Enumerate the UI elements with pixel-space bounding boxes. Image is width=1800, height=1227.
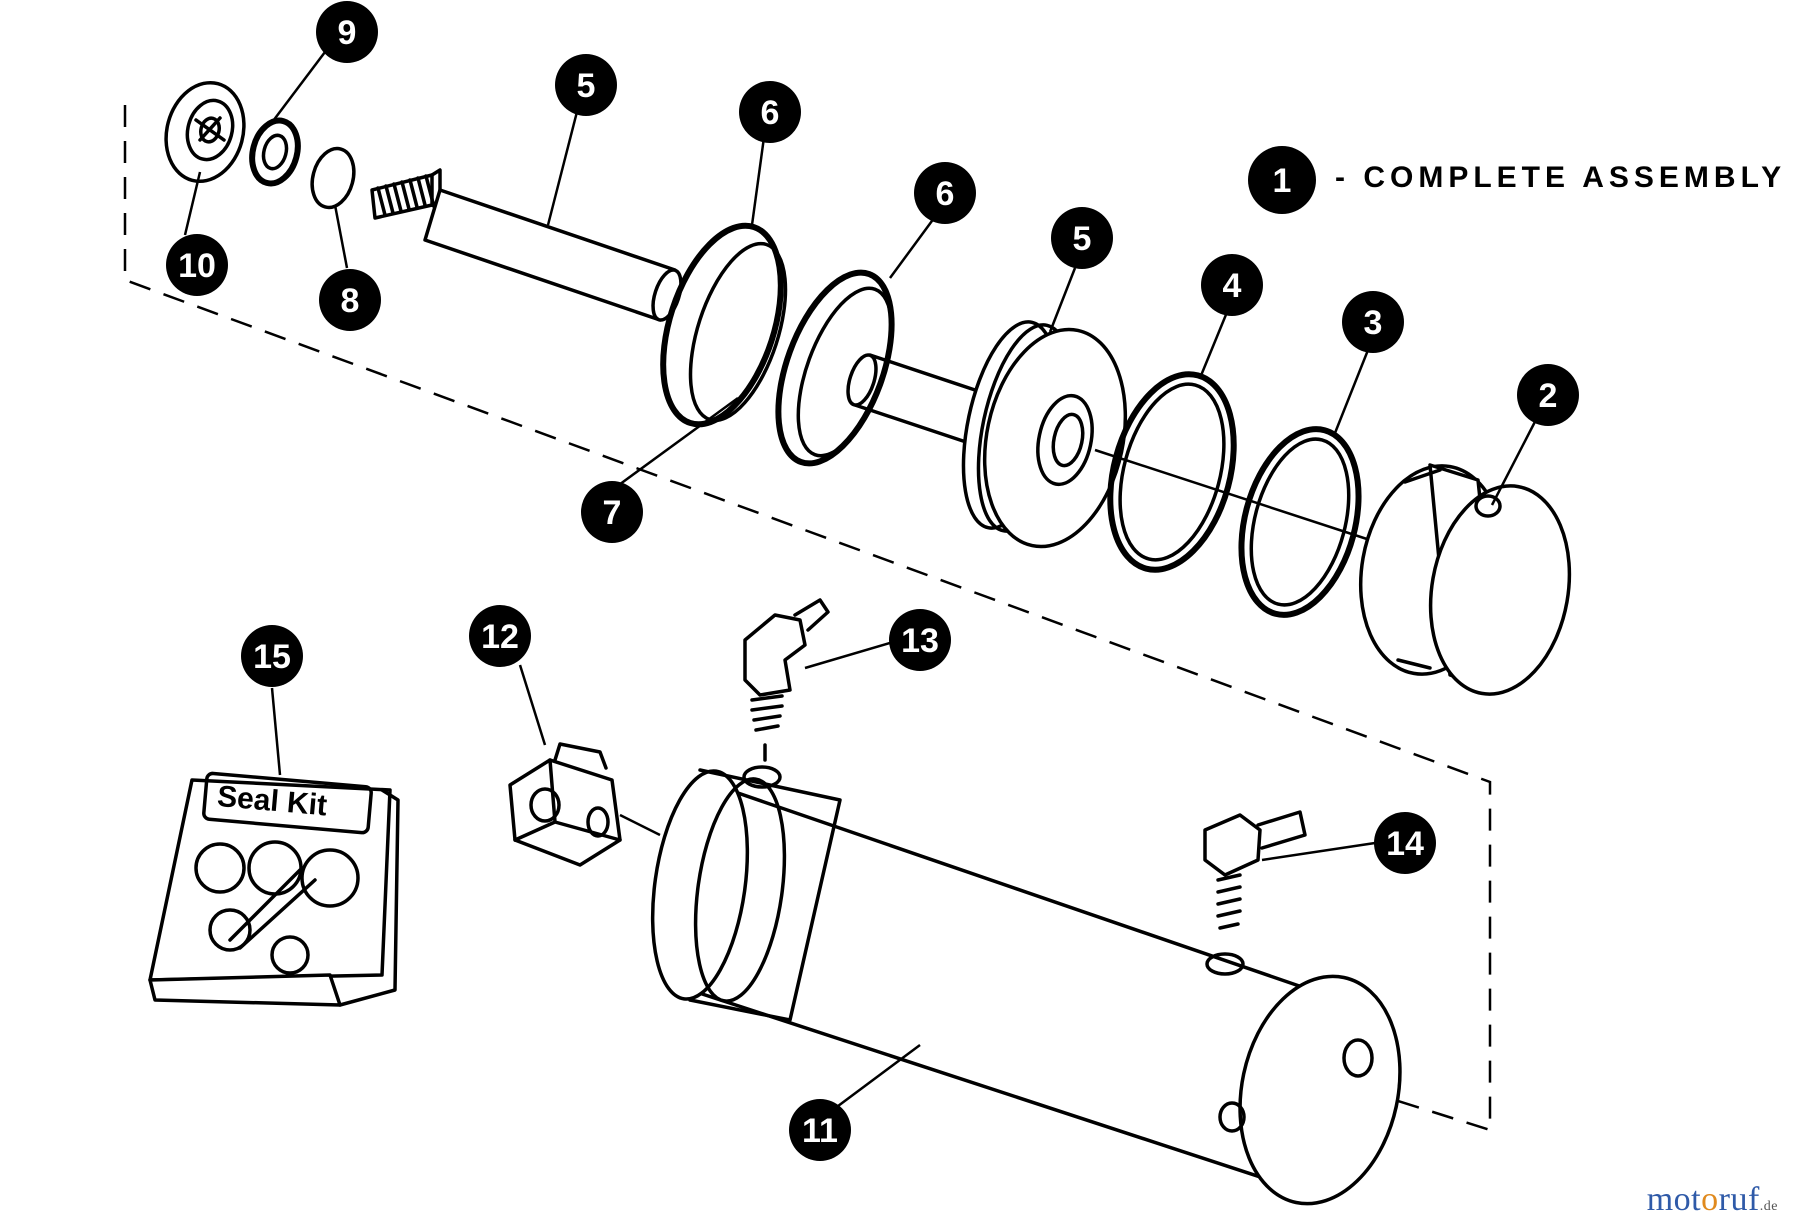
callout-3-label: 3 bbox=[1364, 304, 1383, 342]
callout-10: 10 bbox=[166, 234, 228, 296]
leader-lines bbox=[183, 51, 1542, 1114]
axis-line bbox=[1094, 448, 1371, 542]
callout-12-label: 12 bbox=[481, 618, 519, 656]
callout-11: 11 bbox=[789, 1099, 851, 1161]
callout-11-label: 11 bbox=[802, 1112, 838, 1150]
callout-10-label: 10 bbox=[178, 247, 216, 285]
callout-12: 12 bbox=[469, 605, 531, 667]
part-5-piston-rod bbox=[370, 168, 992, 447]
part-6-right-seal bbox=[775, 269, 895, 467]
callout-6-left-label: 6 bbox=[761, 94, 780, 132]
callout-6-left: 6 bbox=[739, 81, 801, 143]
callout-8: 8 bbox=[319, 269, 381, 331]
legend-callout-number: 1 bbox=[1273, 162, 1292, 200]
callout-4: 4 bbox=[1201, 254, 1263, 316]
callout-14-label: 14 bbox=[1386, 825, 1424, 863]
part-5-piston bbox=[961, 320, 1128, 549]
callout-3: 3 bbox=[1342, 291, 1404, 353]
callout-13: 13 bbox=[889, 609, 951, 671]
part-2-gland bbox=[1358, 463, 1572, 696]
callout-5-rod: 5 bbox=[555, 54, 617, 116]
part-10-end-cap bbox=[164, 80, 246, 184]
part-11-barrel bbox=[650, 765, 1402, 1206]
callout-2-label: 2 bbox=[1539, 377, 1558, 415]
callout-9-label: 9 bbox=[338, 14, 357, 52]
part-9-nut bbox=[249, 117, 301, 187]
assembly-boundary bbox=[123, 105, 1492, 1132]
watermark-logo: motoruf.de bbox=[1647, 1181, 1778, 1219]
callout-5-piston-label: 5 bbox=[1073, 220, 1092, 258]
callout-7-label: 7 bbox=[603, 494, 622, 532]
callout-13-label: 13 bbox=[901, 622, 939, 660]
callout-14: 14 bbox=[1374, 812, 1436, 874]
callout-2: 2 bbox=[1517, 364, 1579, 426]
watermark-part3: ruf bbox=[1718, 1181, 1760, 1218]
watermark-part2: o bbox=[1701, 1181, 1719, 1218]
part-12-block bbox=[508, 742, 661, 867]
callout-7: 7 bbox=[581, 481, 643, 543]
part-3-ring bbox=[1238, 426, 1362, 618]
callout-5-piston: 5 bbox=[1051, 207, 1113, 269]
part-13-elbow bbox=[743, 598, 830, 762]
callout-15: 15 bbox=[241, 625, 303, 687]
legend-text: - COMPLETE ASSEMBLY bbox=[1335, 161, 1786, 194]
callout-6-right: 6 bbox=[914, 162, 976, 224]
callout-15-label: 15 bbox=[253, 638, 291, 676]
legend: 1 - COMPLETE ASSEMBLY bbox=[1248, 146, 1786, 214]
callout-5-rod-label: 5 bbox=[577, 67, 596, 105]
callout-6-right-label: 6 bbox=[936, 175, 955, 213]
part-4-ring bbox=[1107, 371, 1237, 573]
part-8-o-ring bbox=[310, 146, 356, 210]
part-15-seal-kit: Seal Kit bbox=[148, 771, 400, 1007]
callout-4-label: 4 bbox=[1223, 267, 1242, 305]
watermark-tld: .de bbox=[1759, 1199, 1778, 1214]
part-14-elbow bbox=[1203, 810, 1307, 930]
legend-callout-circle bbox=[1248, 146, 1316, 214]
callout-8-label: 8 bbox=[341, 282, 360, 320]
callout-9: 9 bbox=[316, 1, 378, 63]
watermark-part1: mot bbox=[1646, 1181, 1702, 1218]
